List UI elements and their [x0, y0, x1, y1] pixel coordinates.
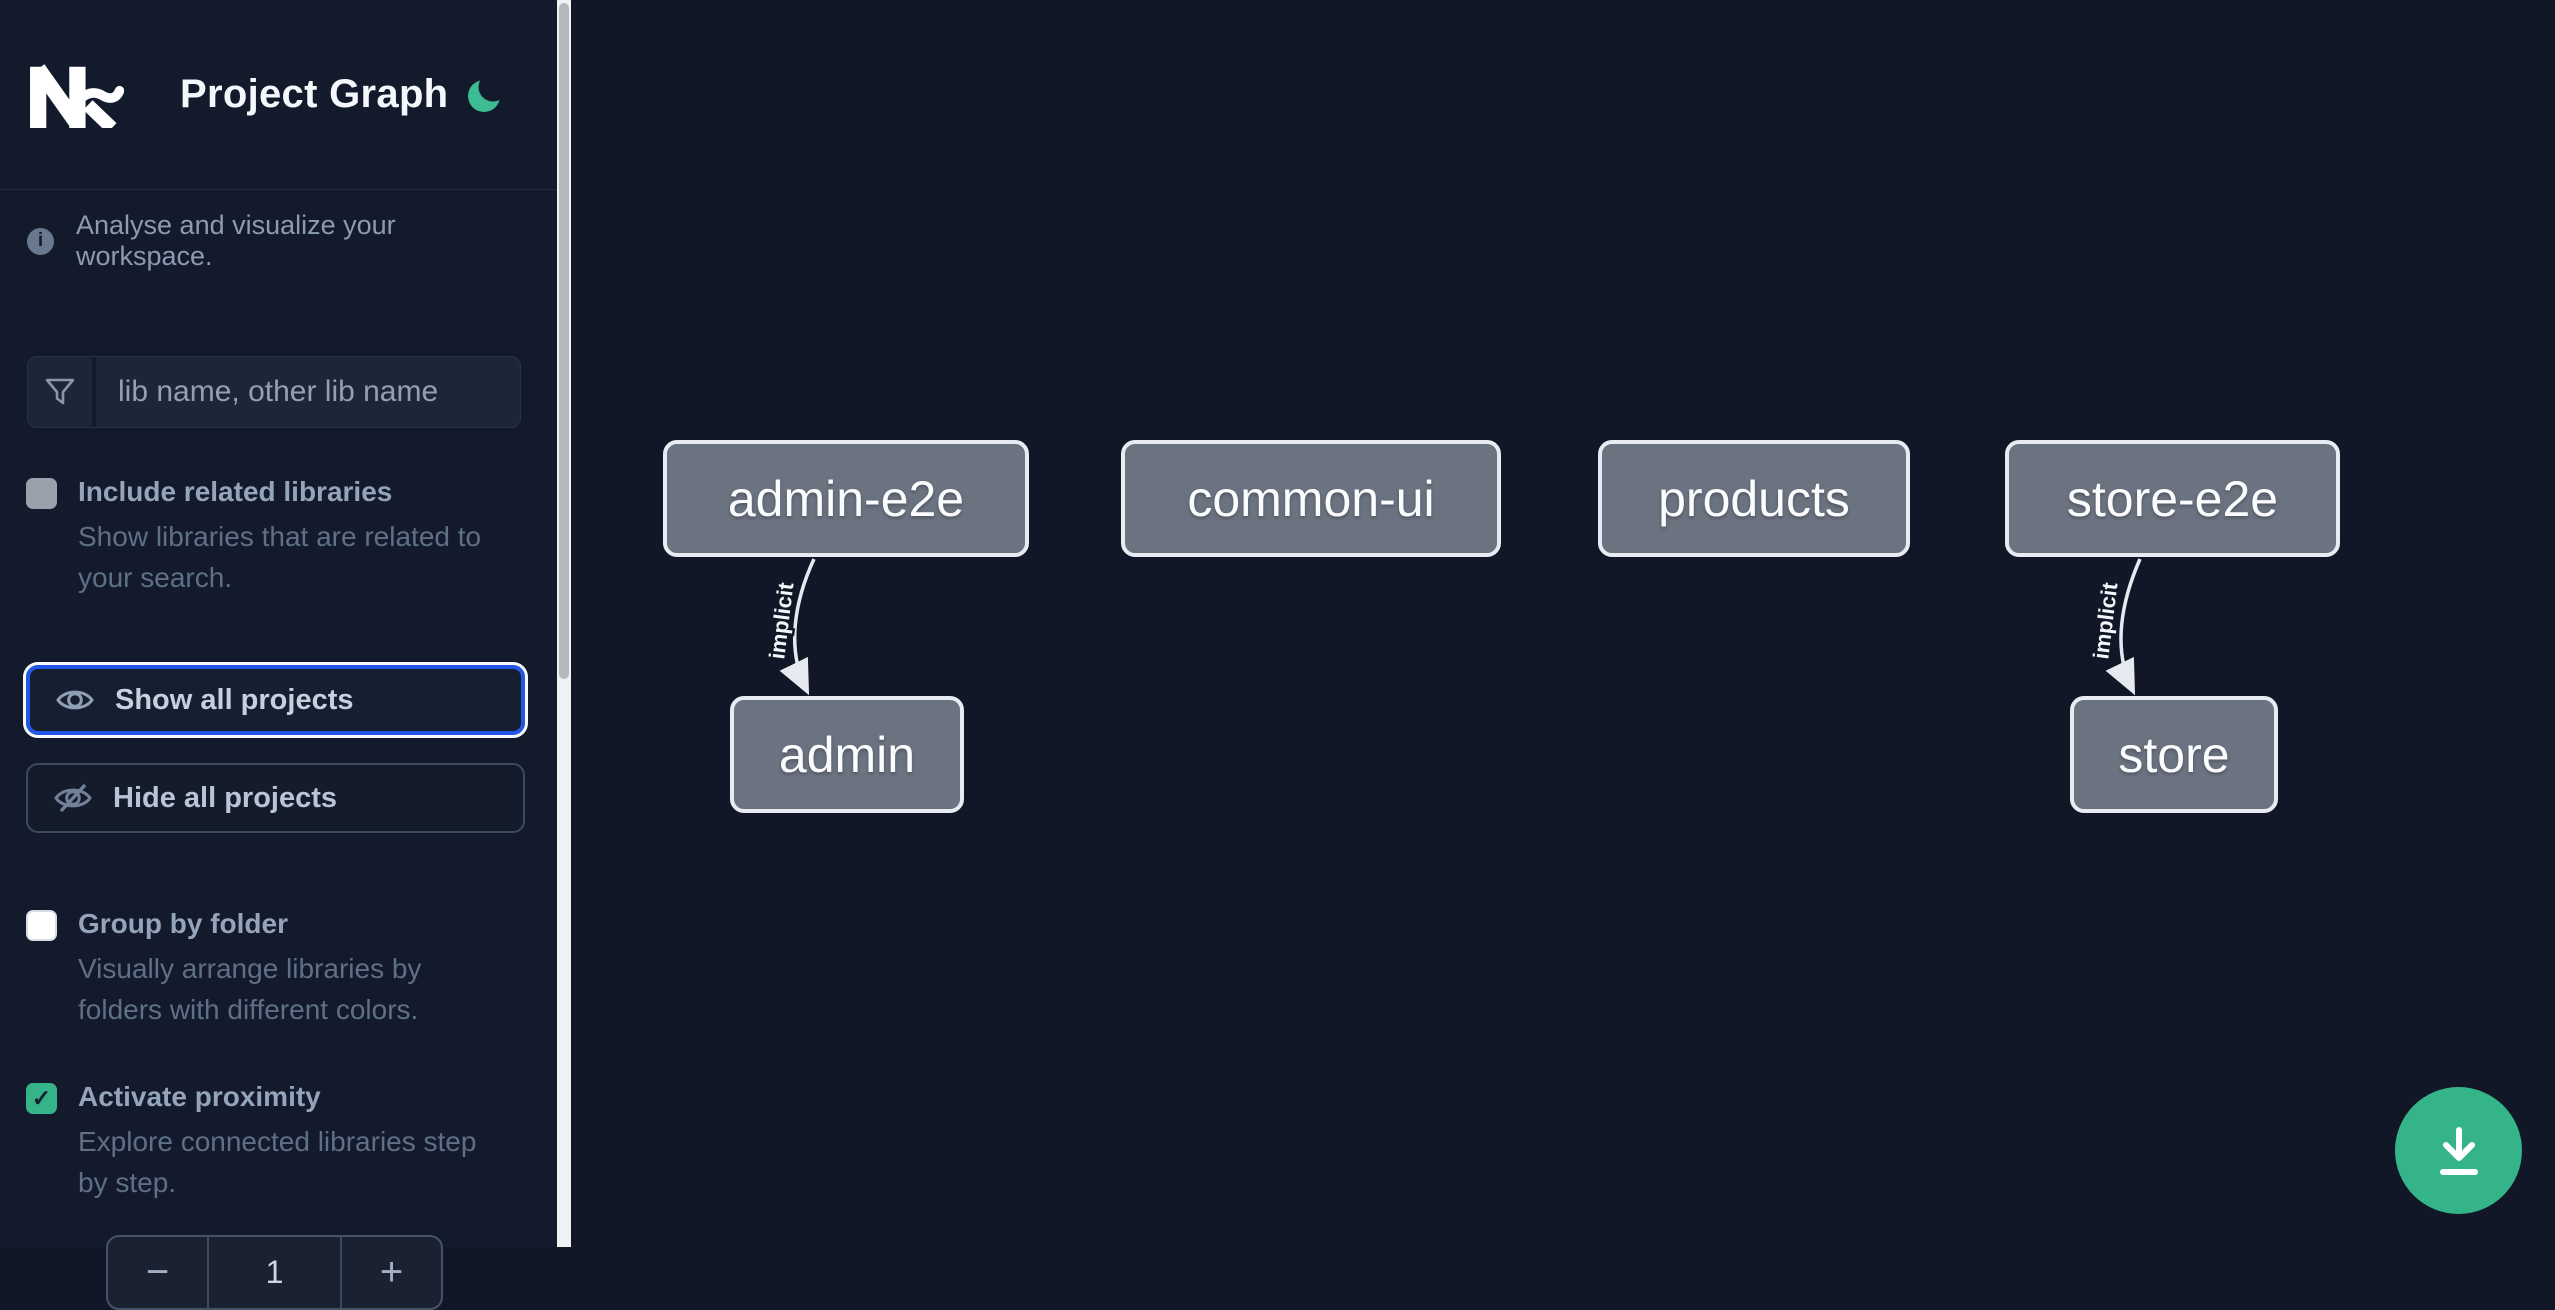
download-icon	[2431, 1122, 2487, 1180]
edge-label-store-e2e-store: implicit	[2088, 580, 2122, 660]
sidebar-header: Project Graph	[0, 0, 557, 190]
show-all-projects-label: Show all projects	[115, 683, 354, 716]
option-include-related: Include related libraries Show libraries…	[26, 475, 521, 598]
graph-node-products[interactable]: products	[1598, 440, 1910, 557]
theme-toggle-button[interactable]	[465, 73, 507, 116]
page-title: Project Graph	[180, 72, 449, 116]
checkmark-icon: ✓	[31, 1085, 52, 1111]
include-related-checkbox[interactable]	[26, 478, 57, 509]
activate-proximity-checkbox[interactable]: ✓	[26, 1083, 57, 1114]
search-input[interactable]	[96, 357, 520, 427]
info-row: i Analyse and visualize your workspace.	[27, 210, 530, 272]
nx-logo	[27, 61, 124, 128]
graph-edge-store-e2e-store[interactable]	[2105, 558, 2142, 696]
eye-off-icon	[54, 783, 92, 813]
graph-node-admin-e2e[interactable]: admin-e2e	[663, 440, 1029, 557]
sidebar: Project Graph i Analyse and visualize yo…	[0, 0, 557, 1310]
graph-edge-admin-e2e-admin[interactable]	[779, 558, 816, 696]
include-related-label[interactable]: Include related libraries	[78, 476, 393, 507]
info-text: Analyse and visualize your workspace.	[76, 210, 396, 271]
download-graph-button[interactable]	[2395, 1087, 2522, 1214]
include-related-description: Show libraries that are related to your …	[78, 521, 482, 593]
option-activate-proximity: ✓ Activate proximity Explore connected l…	[26, 1080, 521, 1203]
sidebar-scrollbar-track	[557, 0, 571, 1247]
graph-node-store-e2e[interactable]: store-e2e	[2005, 440, 2340, 557]
show-all-projects-button[interactable]: Show all projects	[23, 662, 528, 738]
graph-node-store[interactable]: store	[2070, 696, 2278, 813]
group-by-folder-label[interactable]: Group by folder	[78, 908, 288, 939]
option-group-by-folder: Group by folder Visually arrange librari…	[26, 907, 521, 1030]
proximity-stepper: − 1 +	[106, 1235, 443, 1310]
group-by-folder-description: Visually arrange libraries by folders wi…	[78, 953, 422, 1025]
activate-proximity-label[interactable]: Activate proximity	[78, 1081, 321, 1112]
search-box	[27, 356, 521, 428]
funnel-icon	[28, 357, 96, 427]
graph-node-common-ui[interactable]: common-ui	[1121, 440, 1501, 557]
group-by-folder-checkbox[interactable]	[26, 910, 57, 941]
proximity-value: 1	[207, 1237, 342, 1308]
proximity-increment-button[interactable]: +	[342, 1237, 441, 1308]
graph-node-admin[interactable]: admin	[730, 696, 964, 813]
moon-icon	[465, 73, 507, 116]
eye-icon	[56, 685, 94, 715]
sidebar-scrollbar-thumb[interactable]	[559, 3, 569, 679]
activate-proximity-description: Explore connected libraries step by step…	[78, 1126, 477, 1198]
proximity-decrement-button[interactable]: −	[108, 1237, 207, 1308]
info-icon: i	[27, 227, 54, 255]
hide-all-projects-label: Hide all projects	[113, 781, 338, 814]
hide-all-projects-button[interactable]: Hide all projects	[26, 763, 525, 833]
